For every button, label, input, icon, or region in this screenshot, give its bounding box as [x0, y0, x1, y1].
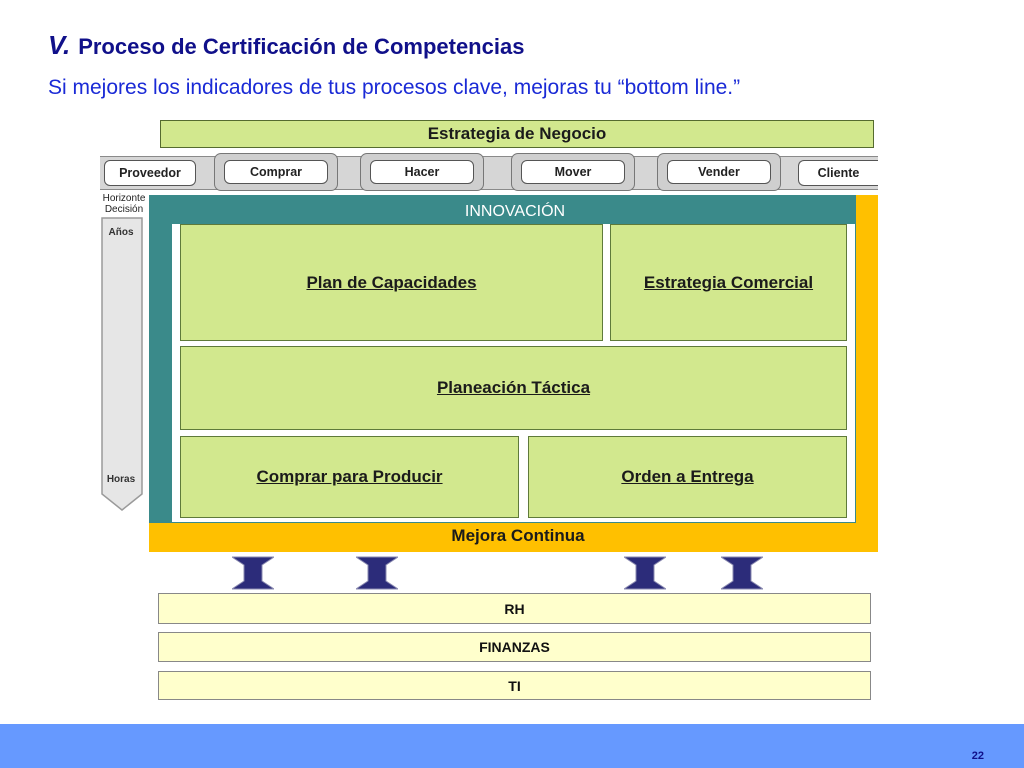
slide-subtitle: Si mejores los indicadores de tus proces…	[48, 76, 741, 99]
double-arrow	[624, 556, 666, 590]
horizon-top-label: Años	[108, 227, 134, 238]
chain-step-vender: Vender	[667, 160, 771, 184]
slide-title: V. Proceso de Certificación de Competenci…	[48, 30, 524, 61]
block-planeacion-tactica: Planeación Táctica	[180, 346, 847, 430]
block-estrategia-comercial-label: Estrategia Comercial	[643, 272, 814, 292]
block-orden-a-entrega: Orden a Entrega	[528, 436, 847, 518]
double-arrow	[356, 556, 398, 590]
double-arrow	[232, 556, 274, 590]
block-comprar-para-producir: Comprar para Producir	[180, 436, 519, 518]
section-number: V.	[48, 30, 71, 60]
footer-bar	[0, 724, 1024, 768]
strategy-label: Estrategia de Negocio	[427, 124, 607, 143]
horizon-label-line2: Decisión	[104, 204, 144, 215]
chain-end-cliente: Cliente	[798, 160, 878, 186]
block-plan-capacidades-label: Plan de Capacidades	[306, 272, 477, 292]
title-text: Proceso de Certificación de Competencias	[78, 34, 525, 59]
horizon-label: Horizonte Decisión	[96, 193, 152, 215]
block-estrategia-comercial: Estrategia Comercial	[610, 224, 847, 341]
chain-step-comprar: Comprar	[224, 160, 328, 184]
innovation-label: INNOVACIÓN	[464, 203, 566, 220]
strategy-bar: Estrategia de Negocio	[160, 120, 874, 148]
support-rh: RH	[158, 593, 871, 624]
support-finanzas: FINANZAS	[158, 632, 871, 662]
block-orden-a-entrega-label: Orden a Entrega	[621, 467, 754, 486]
page-number: 22	[971, 750, 984, 762]
horizon-arrow	[101, 217, 143, 511]
support-ti: TI	[158, 671, 871, 700]
horizon-label-line1: Horizonte	[102, 193, 146, 204]
double-arrow	[721, 556, 763, 590]
horizon-bottom-label: Horas	[106, 474, 136, 485]
block-plan-capacidades: Plan de Capacidades	[180, 224, 603, 341]
block-comprar-para-producir-label: Comprar para Producir	[256, 467, 443, 486]
chain-step-hacer: Hacer	[370, 160, 474, 184]
chain-step-mover: Mover	[521, 160, 625, 184]
continuous-improvement-label: Mejora Continua	[451, 526, 585, 545]
chain-start-proveedor: Proveedor	[104, 160, 196, 186]
block-planeacion-tactica-label: Planeación Táctica	[436, 378, 591, 397]
